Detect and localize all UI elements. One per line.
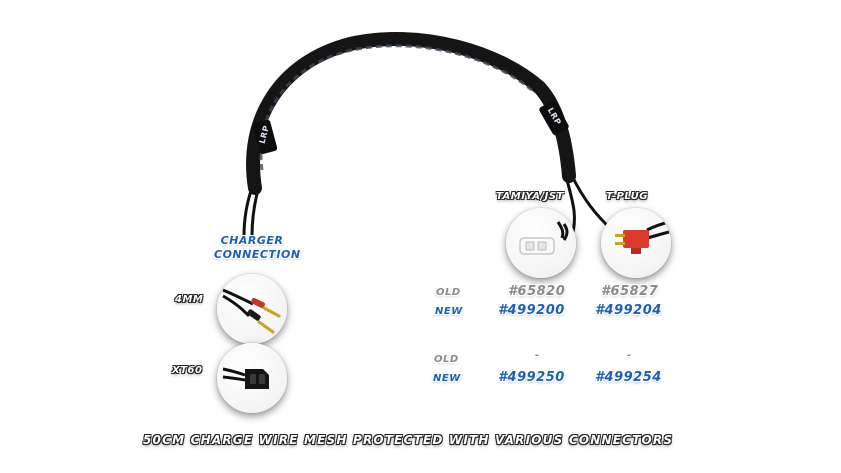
product-caption: 50CM CHARGE WIRE MESH PROTECTED WITH VAR…: [143, 433, 674, 447]
left-brand-sleeve: [252, 119, 278, 155]
row1-new-code-t-plug: #499204: [595, 303, 662, 318]
row2-new-code-t-plug: #499254: [595, 370, 662, 385]
right-brand-sleeve: [539, 100, 569, 136]
row1-new-label: NEW: [435, 306, 463, 317]
connector-t-plug[interactable]: [601, 208, 671, 278]
charger-option-label-xt60: XT60: [172, 365, 203, 376]
xt60-connector-icon: [222, 367, 269, 389]
row2-new-label: NEW: [433, 373, 461, 384]
charger-heading-line2: CONNECTION: [214, 248, 301, 261]
charger-option-4mm[interactable]: [217, 274, 287, 344]
connector-tamiya-jst[interactable]: [506, 208, 576, 278]
row1-old-code-t-plug: #65827: [601, 284, 659, 299]
row1-new-code-tamiya: #499200: [498, 303, 565, 318]
charger-connection-heading: CHARGER CONNECTION: [214, 234, 301, 262]
row1-old-code-tamiya: #65820: [508, 284, 566, 299]
mesh-highlight: [259, 44, 535, 171]
row2-old-code-t-plug: -: [627, 350, 632, 361]
mesh-sleeve: [246, 31, 576, 195]
charger-wire-2: [250, 189, 260, 237]
charger-option-label-4mm: 4MM: [175, 294, 204, 305]
charger-heading-line1: CHARGER: [220, 234, 284, 247]
connector-heading-tamiya-jst: TAMIYA/JST: [496, 191, 564, 202]
charger-option-xt60[interactable]: [217, 343, 287, 413]
battery-wire-2: [570, 175, 614, 232]
t-plug-connector-icon: [615, 220, 670, 254]
row2-old-code-tamiya: -: [535, 350, 540, 361]
banana-plug-icon: [222, 288, 281, 334]
row1-old-label: OLD: [436, 287, 461, 298]
connector-heading-t-plug: T-PLUG: [606, 191, 648, 202]
row2-old-label: OLD: [434, 354, 459, 365]
tamiya-connector-icon: [519, 221, 569, 255]
row2-new-code-tamiya: #499250: [498, 370, 565, 385]
